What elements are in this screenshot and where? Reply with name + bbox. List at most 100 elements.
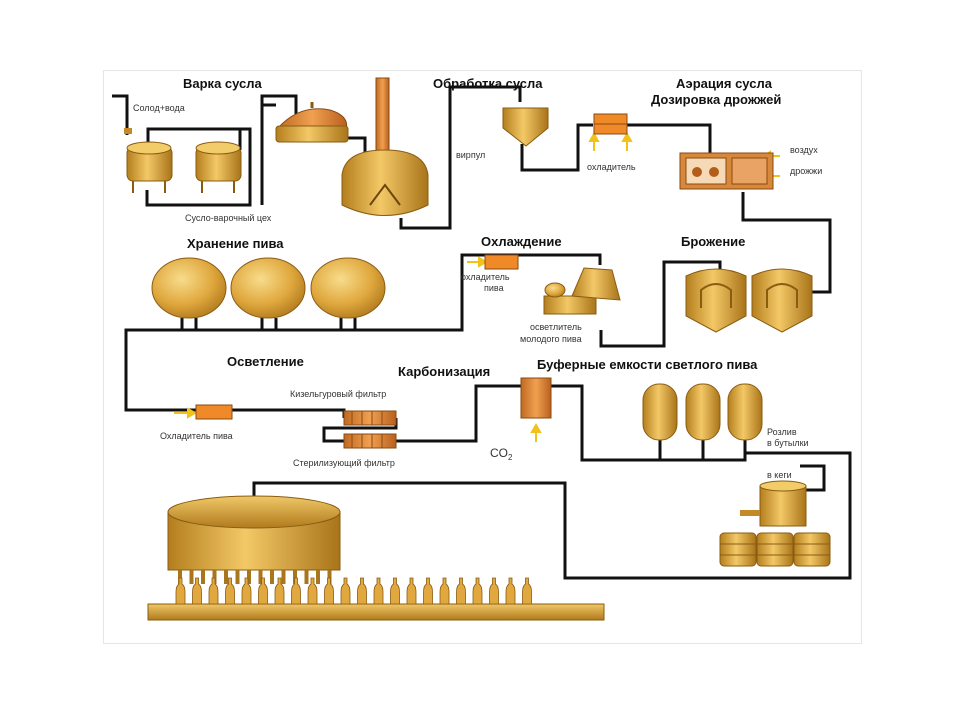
label-whirlpool: вирпул	[456, 150, 485, 160]
bottle	[241, 577, 252, 605]
filler-nozzle	[327, 570, 332, 584]
fermenter-1	[685, 268, 747, 333]
bottle	[357, 577, 367, 605]
bottle	[307, 577, 318, 605]
label-yeast: дрожжи	[790, 166, 822, 176]
filler-nozzle	[304, 570, 309, 584]
label-kegs: в кеги	[767, 470, 792, 480]
bottle	[522, 577, 532, 605]
filler-nozzle	[258, 570, 263, 584]
bottle	[390, 577, 400, 605]
bottle-row	[175, 570, 532, 605]
clarification-cooler	[195, 404, 233, 420]
filler-nozzle	[270, 570, 274, 584]
keg	[756, 532, 794, 567]
storage-tank-1	[151, 257, 227, 319]
filler-nozzle	[189, 570, 194, 584]
filler-nozzle	[201, 570, 205, 584]
heading-beer-storage: Хранение пива	[187, 236, 284, 251]
label-malt-water: Солод+вода	[133, 103, 185, 113]
bottle	[208, 577, 219, 605]
filler-nozzle	[178, 570, 182, 584]
label-air: воздух	[790, 145, 818, 155]
filler-nozzle	[293, 570, 297, 584]
bottle	[456, 577, 466, 605]
pipe-to-keg	[800, 464, 826, 492]
filler-nozzle	[281, 570, 286, 584]
wort-kettle	[275, 102, 349, 143]
filler-nozzle	[224, 570, 228, 584]
label-beer-cooler-2: пива	[484, 283, 504, 293]
pipe-to-kettle	[260, 103, 276, 205]
buffer-tank-2	[685, 383, 721, 441]
buffer-tank-3	[727, 383, 763, 441]
heading-fermentation: Брожение	[681, 234, 745, 249]
pipe-mash-2	[145, 127, 252, 207]
label-clarifier-1: осветлитель	[530, 322, 582, 332]
label-bottling-1: Розлив	[767, 427, 797, 437]
bottle	[505, 577, 516, 605]
keg-filler	[740, 480, 807, 527]
bottle	[373, 577, 384, 605]
keg	[719, 532, 757, 567]
keg	[793, 532, 831, 567]
storage-tank-3	[310, 257, 386, 319]
bottle	[472, 577, 483, 605]
kegs	[719, 532, 831, 567]
label-beer-cooler-1: охладитель	[461, 272, 510, 282]
pipe-to-bottling	[252, 451, 852, 580]
pipe-to-storage	[124, 253, 602, 412]
pipe-to-carbonation	[396, 384, 527, 443]
heading-clarification: Осветление	[227, 354, 304, 369]
bottling-machine	[147, 495, 605, 621]
bottle	[175, 577, 186, 605]
labels: Солод+вода Сусло-варочный цех вирпул охл…	[133, 103, 822, 480]
pipe-to-kieselguhr	[232, 408, 346, 418]
pipe-to-fermenter	[741, 192, 832, 294]
pipe-malt-water	[112, 94, 129, 135]
bottle	[192, 577, 202, 605]
sterilizing-filter	[343, 433, 397, 449]
label-cooler: охладитель	[587, 162, 636, 172]
headings: Варка сусла Обработка сусла Аэрация сусл…	[183, 76, 781, 379]
mash-tun-2	[195, 141, 242, 193]
label-sterilizing: Стерилизующий фильтр	[293, 458, 395, 468]
filler-nozzle	[212, 570, 217, 584]
aeration-unit	[679, 152, 774, 190]
buffer-tank-1	[642, 383, 678, 441]
heading-wort-treatment: Обработка сусла	[433, 76, 543, 91]
heading-carbonation: Карбонизация	[398, 364, 490, 379]
bottle	[439, 577, 450, 605]
brew-vessel	[341, 77, 429, 216]
pipe-kettle-top	[260, 94, 298, 205]
heading-buffer-tanks: Буферные емкости светлого пива	[537, 357, 758, 372]
label-clarifier-2: молодого пива	[520, 334, 582, 344]
label-bottling-2: в бутылки	[767, 438, 809, 448]
pipe-to-cooler	[520, 123, 593, 172]
storage-tank-2	[230, 257, 306, 319]
heading-cooling: Охлаждение	[481, 234, 562, 249]
pipe-fermenter-clarifier	[599, 260, 722, 348]
filler-nozzle	[247, 570, 251, 584]
filler-nozzle	[316, 570, 320, 584]
heading-wort-aeration: Аэрация сусла	[676, 76, 773, 91]
carbonation-unit	[520, 377, 552, 419]
pipe-to-buffer	[546, 384, 662, 462]
bottle	[324, 577, 334, 605]
bottle	[274, 577, 285, 605]
bottle	[291, 577, 301, 605]
bottle	[489, 577, 499, 605]
label-kieselguhr: Кизельгуровый фильтр	[290, 389, 386, 399]
beer-cooler	[484, 254, 519, 270]
whirlpool-tank	[502, 107, 549, 147]
mash-tun-1	[124, 128, 173, 193]
fermenter-2	[751, 268, 813, 333]
filler-nozzle	[235, 570, 240, 584]
pipes	[112, 85, 852, 580]
label-beer-cooler-left: Охладитель пива	[160, 431, 233, 441]
pipe-to-whirlpool	[399, 85, 522, 230]
wort-cooler	[593, 113, 628, 135]
bottle	[258, 577, 268, 605]
pipe-to-aeration	[627, 123, 712, 153]
